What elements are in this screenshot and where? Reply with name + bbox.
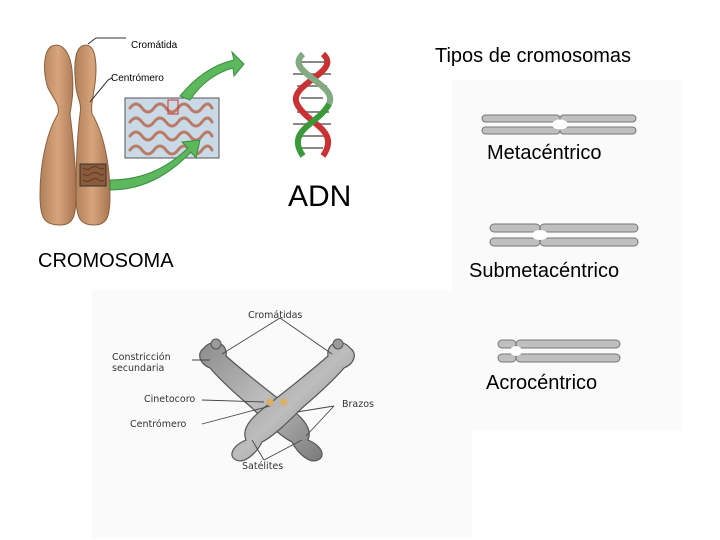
centromere-label: Centrómero bbox=[111, 73, 164, 84]
types-title: Tipos de cromosomas bbox=[435, 45, 631, 67]
acrocentric-label: Acrocéntrico bbox=[486, 372, 598, 394]
structure-chromosome-illustration bbox=[192, 317, 355, 462]
structure-kinetochore-label: Cinetocoro bbox=[144, 394, 196, 405]
acrocentric-chromosome bbox=[497, 339, 621, 363]
chromosome-title: CROMOSOMA bbox=[38, 250, 174, 272]
chromosome-illustration bbox=[39, 37, 245, 226]
structure-secondary-constriction-label: Constricción secundaria bbox=[112, 352, 171, 374]
types-panel bbox=[452, 80, 682, 430]
structure-satellites-label: Satélites bbox=[242, 461, 284, 472]
structure-centromere-label: Centrómero bbox=[130, 419, 187, 430]
metacentric-chromosome bbox=[481, 114, 637, 135]
structure-arms-label: Brazos bbox=[342, 399, 374, 410]
chromatid-label: Cromátida bbox=[131, 40, 178, 51]
dna-label: ADN bbox=[288, 180, 352, 213]
dna-helix-illustration bbox=[292, 51, 334, 158]
structure-chromatids-label: Cromátidas bbox=[248, 310, 303, 321]
metacentric-label: Metacéntrico bbox=[487, 142, 602, 164]
submetacentric-chromosome bbox=[489, 223, 639, 247]
submetacentric-label: Submetacéntrico bbox=[469, 260, 620, 282]
